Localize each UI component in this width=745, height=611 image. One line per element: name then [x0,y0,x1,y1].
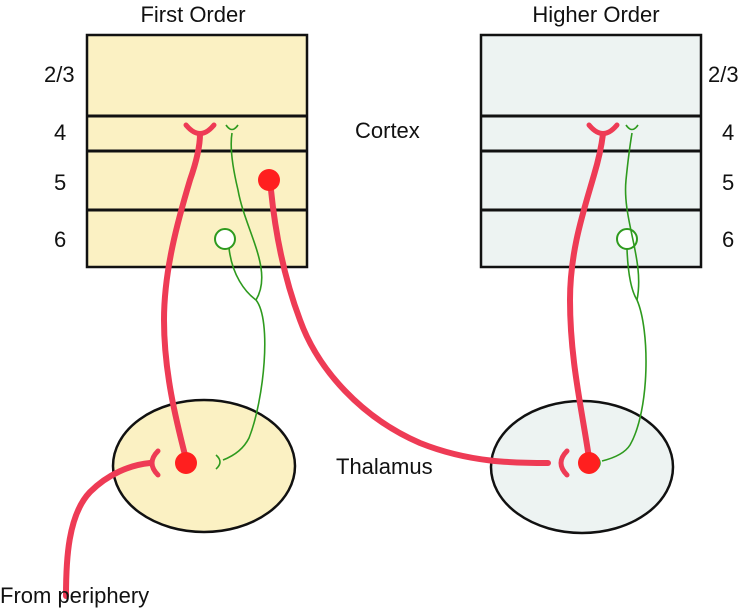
first-order-thalamus-nucleus [111,398,297,534]
first-order-layer4-driver-terminal [183,122,217,136]
peripheral-input-terminal [149,448,161,478]
layer-label-4-left: 4 [54,120,66,145]
higher-order-modulator-collateral [624,132,640,301]
layer5-driver-terminal [558,448,570,478]
first-order-layer5-cell [258,169,280,191]
higher-order-thalamocortical-axon [566,131,606,461]
first-order-modulator-axon [222,247,266,461]
thalamus-label: Thalamus [336,454,433,479]
from-periphery-label: From periphery [0,583,149,608]
layer-label-5-left: 5 [54,170,66,195]
higher-order-layer4-driver-terminal [586,122,620,136]
layer-label-2-3-left: 2/3 [44,62,75,87]
higher-order-modulator-pathway [595,124,647,471]
layer5-corticothalamic-axon [268,187,551,466]
cortex-label: Cortex [355,118,420,143]
first-order-layer6-cell [214,228,236,250]
layer-label-6-right: 6 [722,227,734,252]
first-order-modulator-pathway [214,124,266,470]
first-order-modulator-collateral [230,132,263,301]
first-order-thalamic-relay-cell [175,452,197,474]
first-order-title: First Order [140,2,245,27]
layer-label-4-right: 4 [722,120,734,145]
first-order-thalamocortical-axon [160,131,203,462]
layer-label-2-3-right: 2/3 [708,62,739,87]
higher-order-title: Higher Order [532,2,659,27]
higher-order-layer4-modulator-terminal [625,124,639,131]
higher-order-thalamic-relay-cell [578,452,600,474]
higher-order-modulator-axon [601,248,647,462]
layer-label-6-left: 6 [54,227,66,252]
peripheral-input-axon [63,460,153,599]
first-order-layer4-modulator-terminal [225,124,239,131]
layer-label-5-right: 5 [722,170,734,195]
first-order-thalamus-modulator-terminal [215,454,221,470]
higher-order-cortex-column [479,33,703,269]
